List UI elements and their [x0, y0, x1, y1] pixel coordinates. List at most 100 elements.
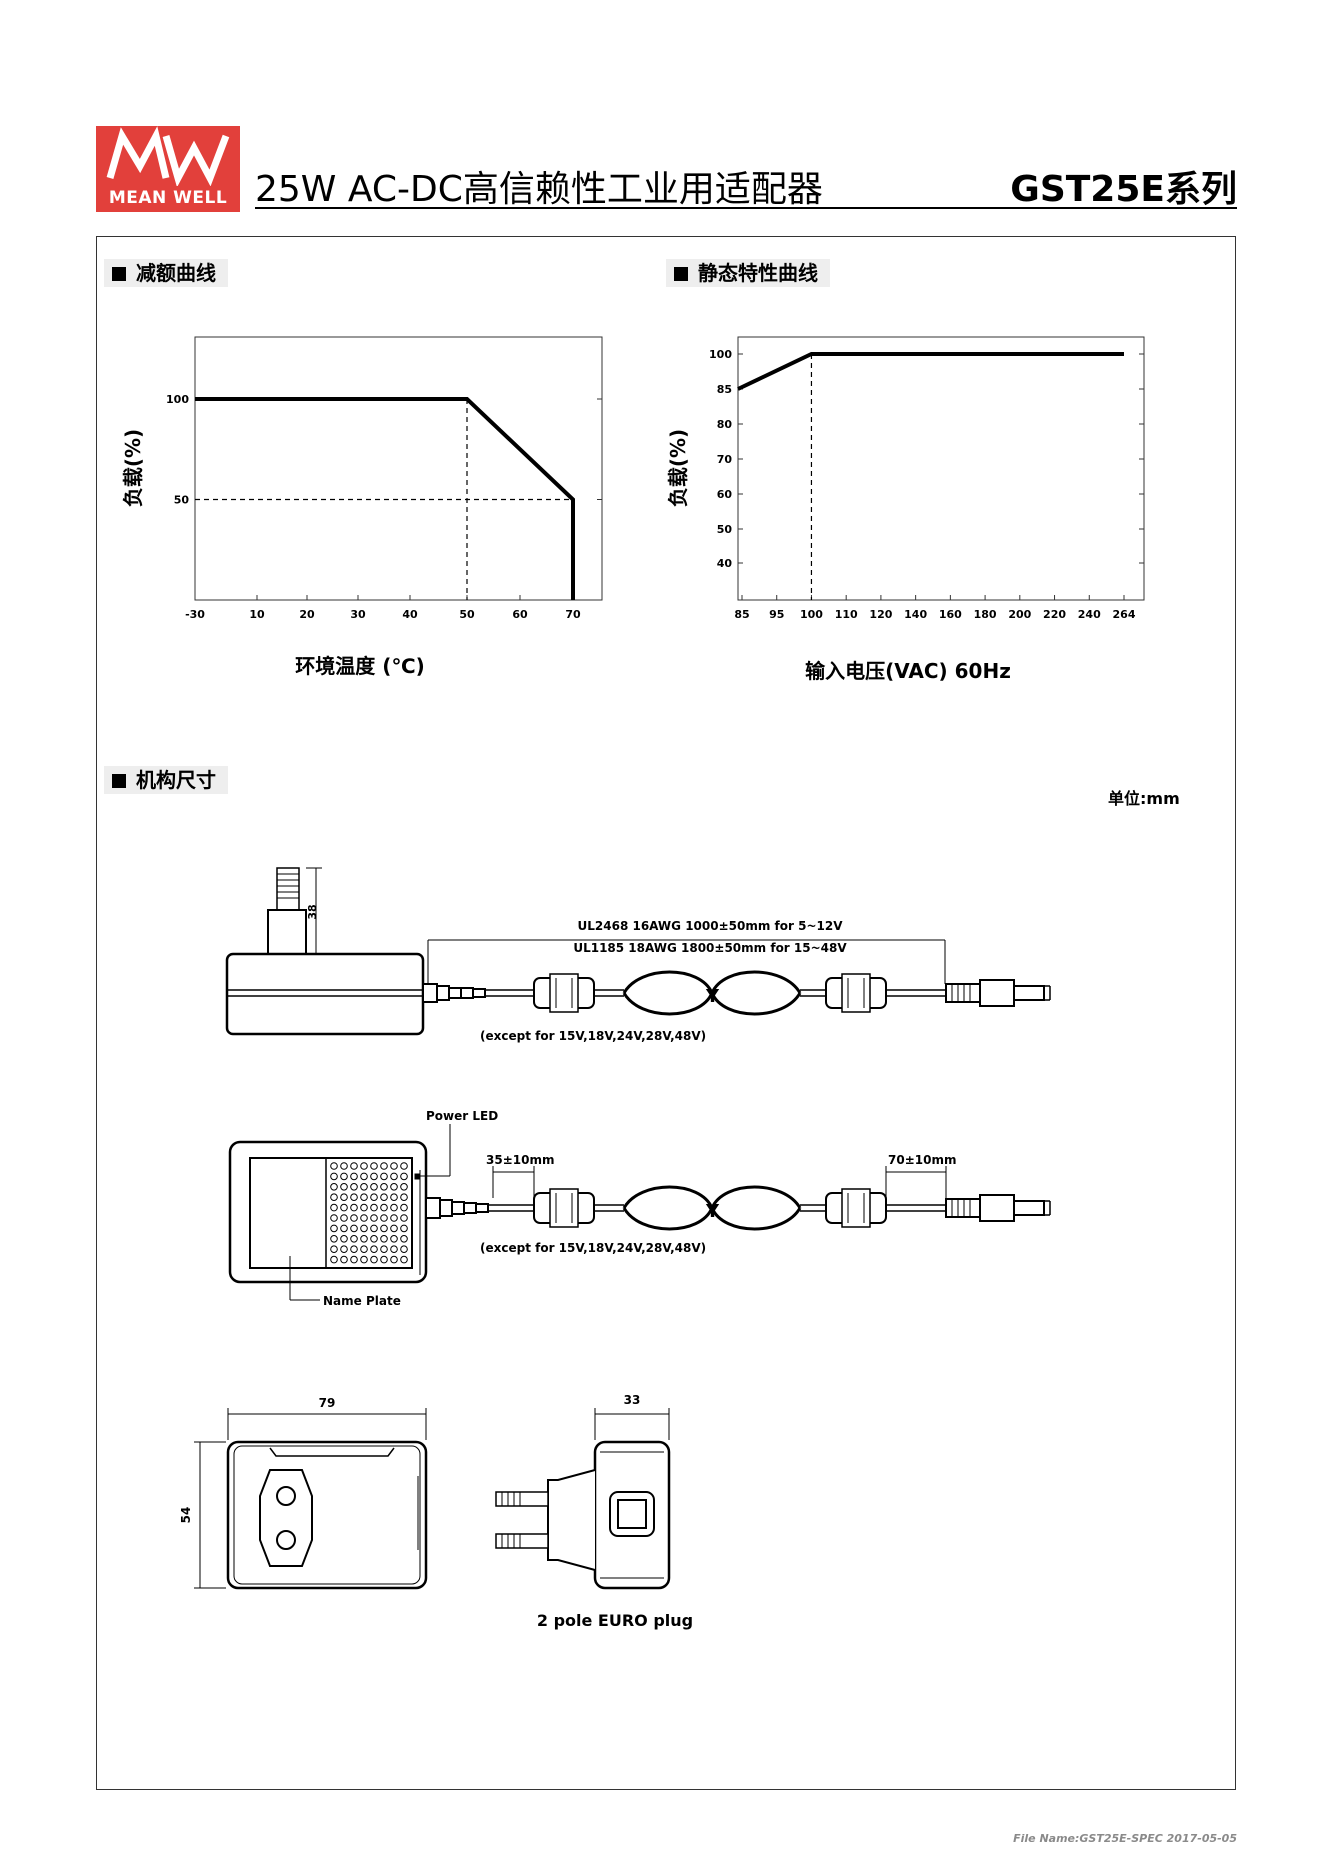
static-x-tick-label: 85 [734, 608, 749, 621]
vent-hole [400, 1193, 408, 1201]
square-bullet-icon [112, 774, 126, 788]
svg-text:Y: Y [705, 986, 720, 1007]
vent-hole [370, 1193, 378, 1201]
static-x-tick-label: 160 [939, 608, 962, 621]
vent-hole [390, 1255, 398, 1264]
vent-hole [330, 1255, 338, 1264]
vent-hole [380, 1214, 388, 1222]
mechanical-drawing: Y 38 UL2468 16AWG 1000±50mm for 5~12V UL… [179, 867, 1051, 1630]
cable-spec-line2: UL1185 18AWG 1800±50mm for 15~48V [573, 941, 847, 955]
square-bullet-icon [674, 267, 688, 281]
vent-hole [360, 1203, 368, 1212]
vent-hole [350, 1183, 358, 1191]
vent-hole [330, 1245, 338, 1253]
derating-plot-frame [194, 336, 603, 601]
dim-54-label: 54 [179, 1507, 193, 1524]
vent-hole [360, 1193, 368, 1201]
euro-plug-side-view [495, 1440, 671, 1590]
derating-y-tick-label: 50 [174, 494, 190, 507]
vent-hole [380, 1235, 388, 1243]
section-mechanical: 机构尺寸 [104, 766, 228, 794]
derating-x-tick-label: 10 [249, 608, 265, 621]
section-derating-title: 减额曲线 [136, 261, 216, 285]
static-x-tick-label: 264 [1113, 608, 1136, 621]
adapter-front-view [226, 1440, 428, 1590]
vent-hole [330, 1224, 338, 1233]
vent-hole [400, 1162, 408, 1170]
vent-hole [340, 1255, 348, 1264]
unit-label: 单位:mm [1108, 789, 1180, 808]
vent-hole [390, 1203, 398, 1212]
vent-hole [350, 1245, 358, 1253]
static-plot-frame [737, 336, 1145, 601]
vent-hole [390, 1235, 398, 1243]
vent-hole [390, 1172, 398, 1181]
vent-hole [340, 1203, 348, 1212]
vent-hole [380, 1255, 388, 1264]
name-plate-leader [289, 1256, 320, 1301]
except-note-side: (except for 15V,18V,24V,28V,48V) [480, 1241, 706, 1255]
vent-hole [400, 1235, 408, 1243]
dim-35-label: 35±10mm [486, 1153, 554, 1167]
vent-hole [380, 1245, 388, 1253]
derating-xlabel: 环境温度 (℃) [295, 654, 424, 678]
vent-hole [340, 1224, 348, 1233]
vent-hole [380, 1203, 388, 1212]
vent-hole [370, 1203, 378, 1212]
vent-hole [350, 1214, 358, 1222]
vent-hole [350, 1255, 358, 1264]
vent-hole [400, 1172, 408, 1181]
vent-hole [350, 1224, 358, 1233]
section-static: 静态特性曲线 [666, 259, 830, 287]
vent-hole [370, 1172, 378, 1181]
derating-x-tick-label: 70 [565, 608, 581, 621]
static-x-tick-label: 140 [904, 608, 927, 621]
vent-hole [400, 1255, 408, 1264]
dim-38-label: 38 [306, 904, 319, 919]
content-frame [96, 236, 1236, 1790]
svg-text:Y: Y [705, 1201, 720, 1222]
vent-hole [330, 1193, 338, 1201]
vent-grid [330, 1162, 408, 1264]
static-ylabel: 负载(%) [666, 429, 690, 507]
static-x-tick-label: 120 [869, 608, 892, 621]
section-static-title: 静态特性曲线 [698, 261, 818, 285]
static-x-tick-label: 180 [974, 608, 997, 621]
vent-hole [390, 1183, 398, 1191]
vent-hole [350, 1235, 358, 1243]
vent-hole [380, 1162, 388, 1170]
vent-hole [370, 1162, 378, 1170]
static-y-tick-label: 100 [709, 348, 732, 361]
page-title: 25W AC-DC高信赖性工业用适配器 [255, 169, 823, 210]
vent-hole [380, 1183, 388, 1191]
vent-hole [340, 1235, 348, 1243]
vent-hole [390, 1214, 398, 1222]
static-y-tick-label: 60 [717, 488, 733, 501]
vent-hole [400, 1183, 408, 1191]
dim-33-label: 33 [624, 1393, 641, 1407]
vent-hole [350, 1172, 358, 1181]
vent-hole [360, 1255, 368, 1264]
name-plate-label: Name Plate [323, 1294, 401, 1308]
derating-x-tick-label: 30 [350, 608, 366, 621]
vent-hole [340, 1245, 348, 1253]
vent-hole [350, 1193, 358, 1201]
derating-x-tick-label: 20 [299, 608, 315, 621]
vent-hole [380, 1193, 388, 1201]
vent-hole [400, 1203, 408, 1212]
top-view-dimensions [306, 867, 946, 984]
derating-ylabel: 负载(%) [121, 429, 145, 507]
vent-hole [390, 1193, 398, 1201]
static-x-tick-label: 110 [835, 608, 858, 621]
vent-hole [350, 1162, 358, 1170]
static-x-tick-label: 95 [769, 608, 784, 621]
derating-x-tick-label: 50 [459, 608, 475, 621]
adapter-top-view: Y [225, 867, 1051, 1036]
static-x-tick-label: 220 [1043, 608, 1066, 621]
static-xlabel: 输入电压(VAC) 60Hz [805, 659, 1011, 683]
static-x-tick-label: 100 [800, 608, 823, 621]
static-x-tick-label: 200 [1008, 608, 1031, 621]
static-y-tick-label: 50 [717, 523, 733, 536]
